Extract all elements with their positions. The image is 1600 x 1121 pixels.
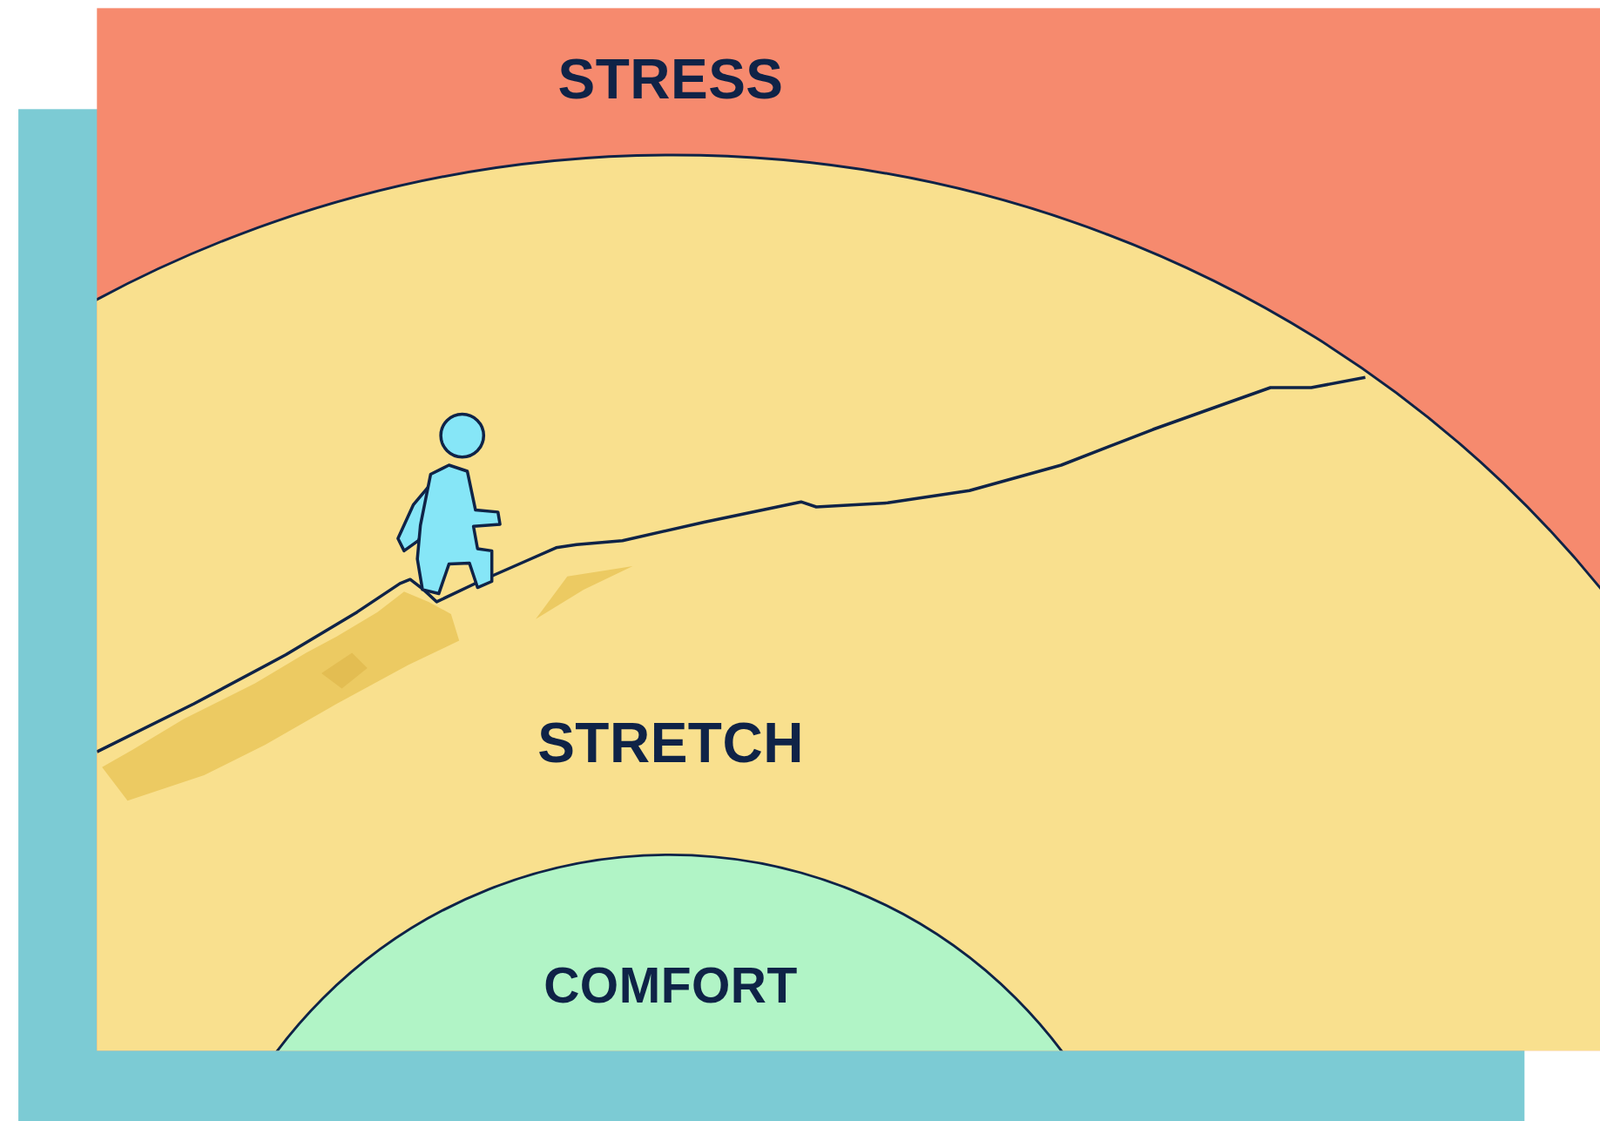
stretch-zone: COMFORT STRETCH — [96, 155, 1600, 1052]
hiker-figure — [398, 413, 500, 594]
zone-label: STRESS — [557, 48, 784, 110]
hiker-body — [417, 465, 500, 595]
comfort-zone: COMFORT — [277, 855, 1061, 1052]
zone-label: COMFORT — [543, 958, 798, 1013]
stress-zone: COMFORT STRETCH STRESS — [96, 7, 1600, 1052]
comfort-region — [179, 854, 1160, 1051]
zone-label: STRETCH — [537, 712, 804, 774]
slope-shadow — [321, 652, 368, 689]
slope-shadow — [535, 566, 633, 620]
hiker-head — [440, 413, 484, 457]
stretch-region — [96, 155, 1600, 1051]
slope-shadow — [101, 591, 460, 801]
mountain-ridge — [96, 377, 1365, 752]
